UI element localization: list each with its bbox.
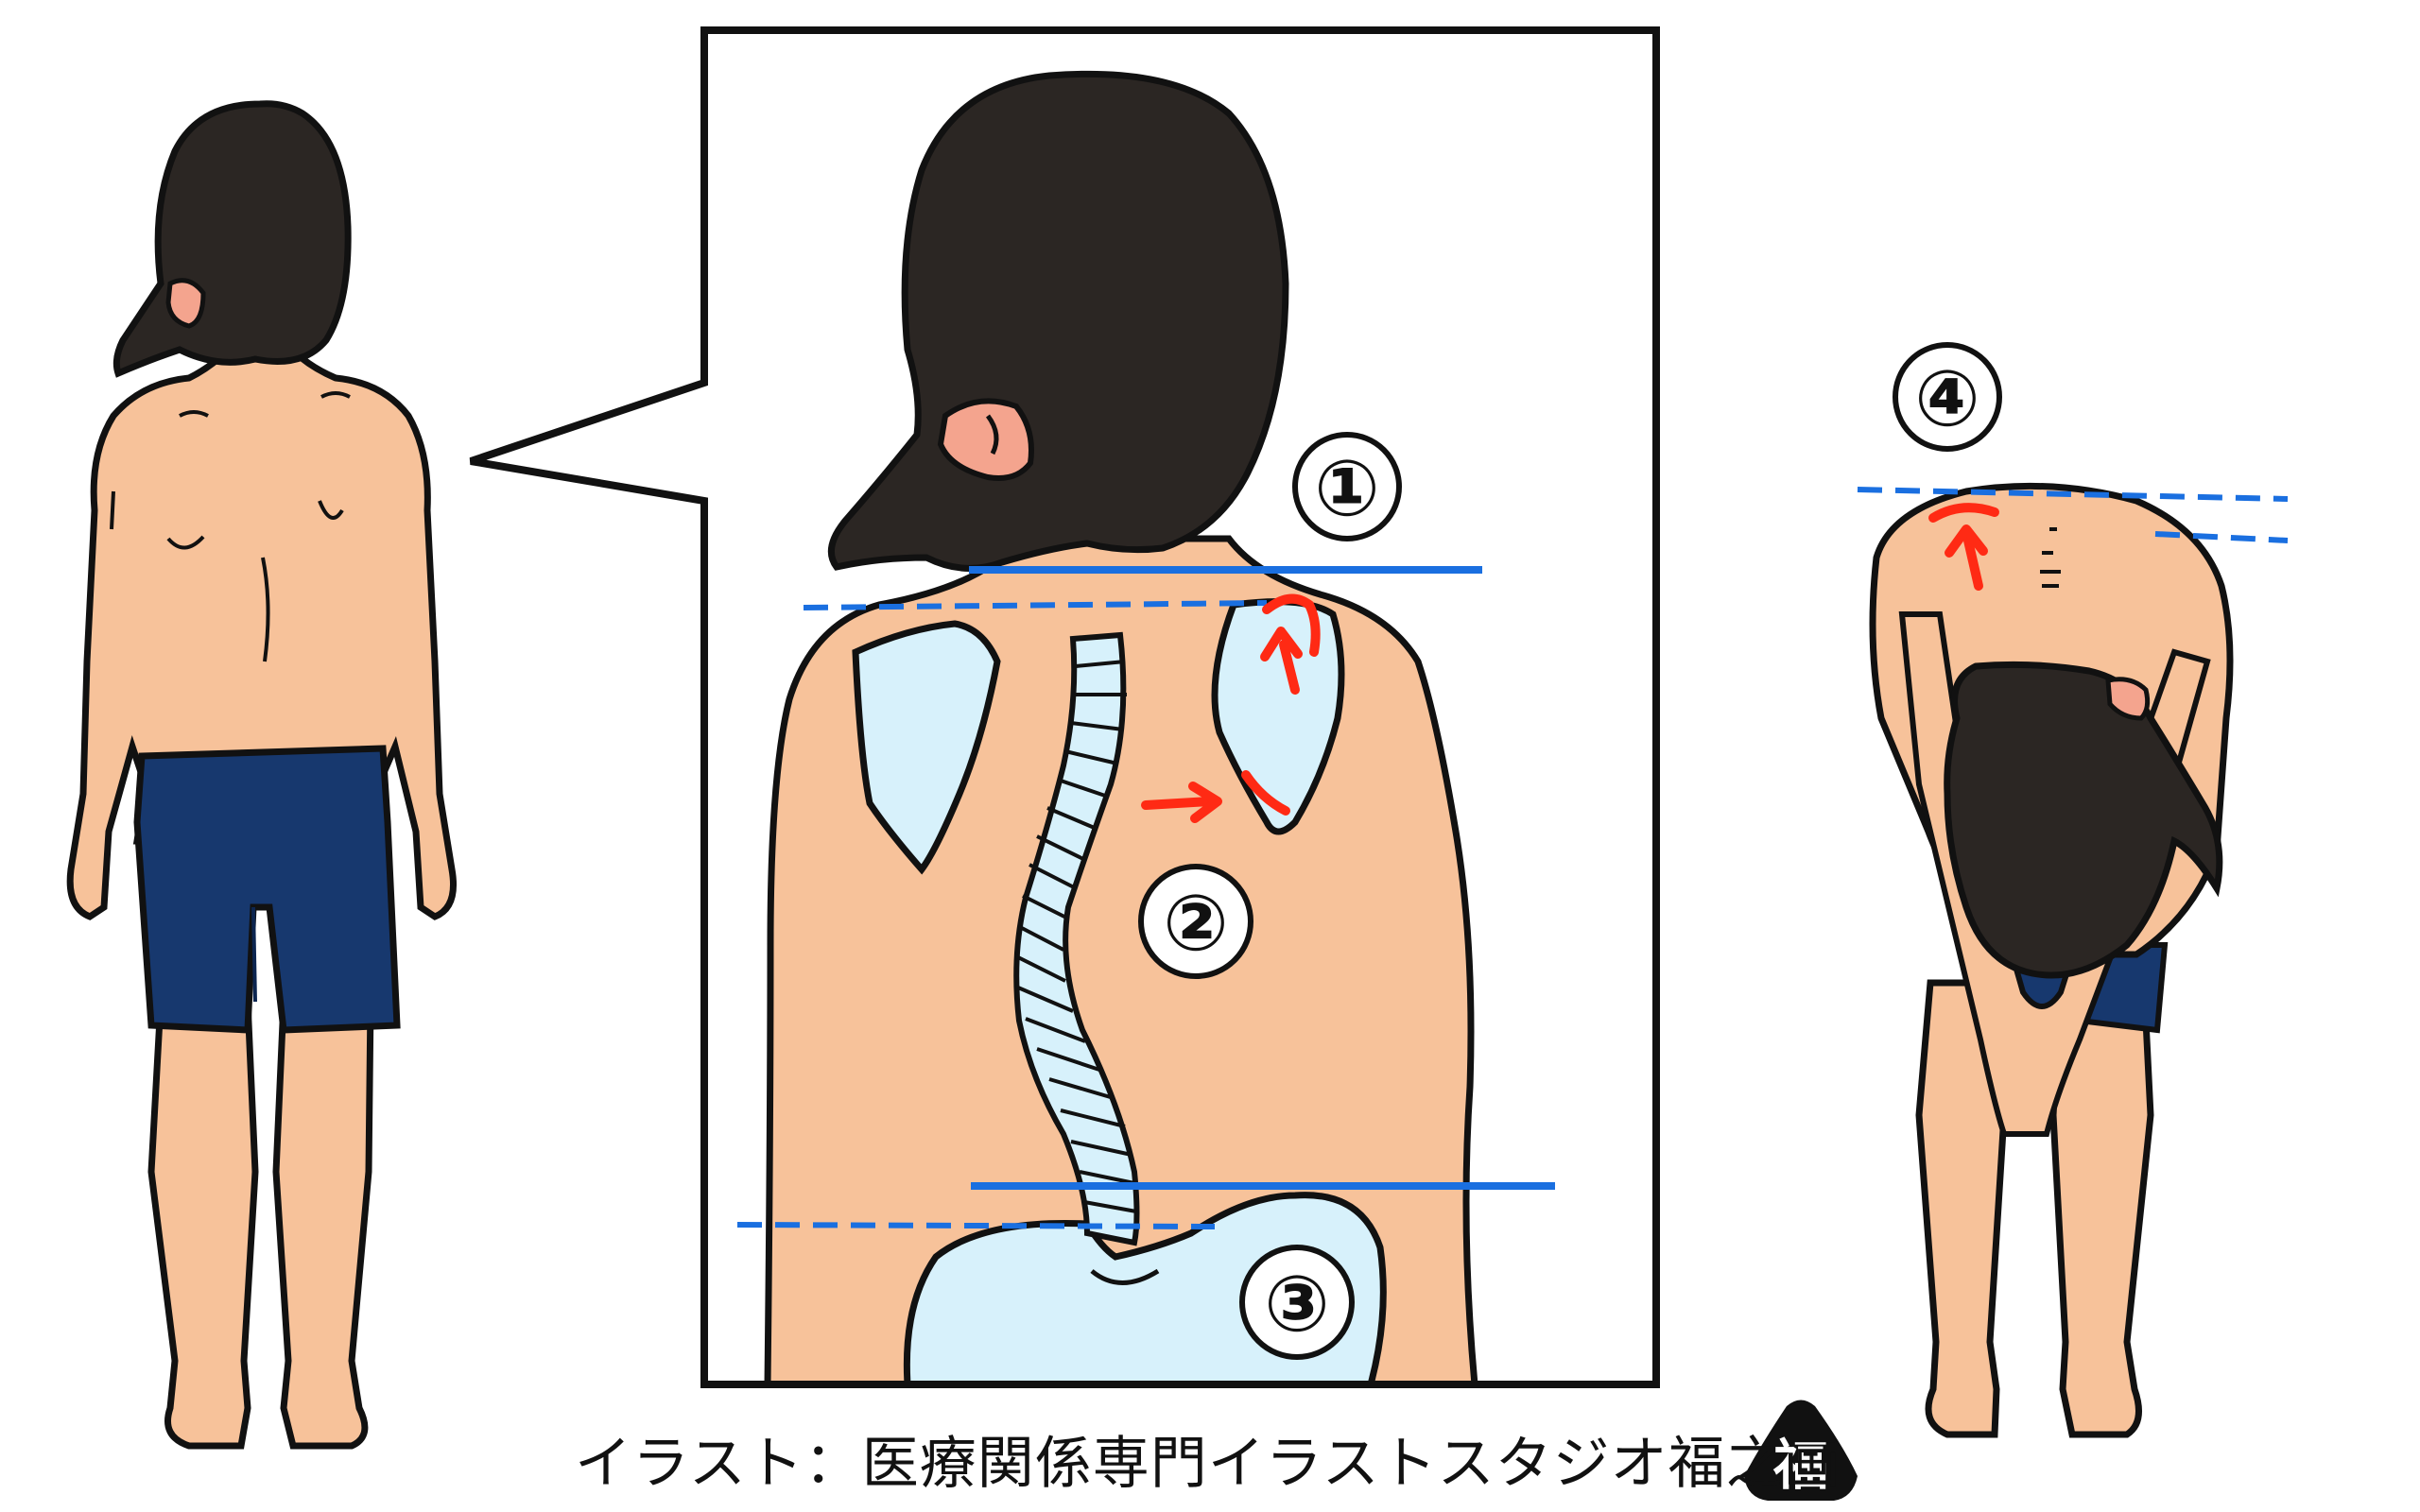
svg-text:②: ②: [1163, 879, 1228, 969]
studio-stamp: 福: [1744, 1400, 1858, 1501]
forward-bend-figure: ④: [1857, 342, 2289, 1438]
ear-standing: [165, 278, 206, 329]
shoulder-dashed-line: [803, 600, 1268, 610]
scapula-highlight-top: [1262, 593, 1321, 657]
bend-right-leg: [2049, 979, 2154, 1438]
left-leg: [147, 998, 259, 1450]
marker-1: ①: [1292, 432, 1402, 541]
scapula-highlight-bottom: [1241, 770, 1290, 816]
ear-closeup: [937, 398, 1034, 481]
illustration-credit: イラスト：医療関係専門イラストスタジオ福之画: [575, 1431, 1841, 1497]
arrow-right-icon: [1141, 782, 1222, 823]
marker-2: ②: [1138, 864, 1253, 979]
hair-standing: [112, 100, 352, 378]
svg-text:④: ④: [1914, 354, 1979, 444]
rib-hump-highlight: [1928, 503, 1999, 523]
bend-low-line: [2154, 531, 2289, 543]
spine: [1013, 631, 1140, 1246]
waist-dashed-line: [736, 1222, 1216, 1229]
svg-text:③: ③: [1264, 1260, 1329, 1349]
swim-shorts: [133, 745, 401, 1034]
zoom-callout: ① ② ③: [469, 26, 1660, 1388]
marker-3: ③: [1239, 1245, 1355, 1360]
svg-text:①: ①: [1314, 444, 1379, 534]
marker-4: ④: [1893, 342, 2002, 452]
bend-left-leg: [1915, 979, 2008, 1438]
bend-arms: [1898, 611, 2211, 1137]
arrow-up-icon: [1260, 627, 1303, 695]
left-scapula: [852, 620, 1001, 875]
svg-text:福: 福: [1772, 1433, 1828, 1497]
ear-bend: [2105, 677, 2151, 721]
hair-bend: [1944, 661, 2223, 979]
bend-high-line: [1857, 487, 2289, 502]
right-leg: [272, 998, 374, 1450]
bend-arrow-up-icon: [1945, 524, 1988, 591]
standing-figure: [66, 100, 457, 1450]
